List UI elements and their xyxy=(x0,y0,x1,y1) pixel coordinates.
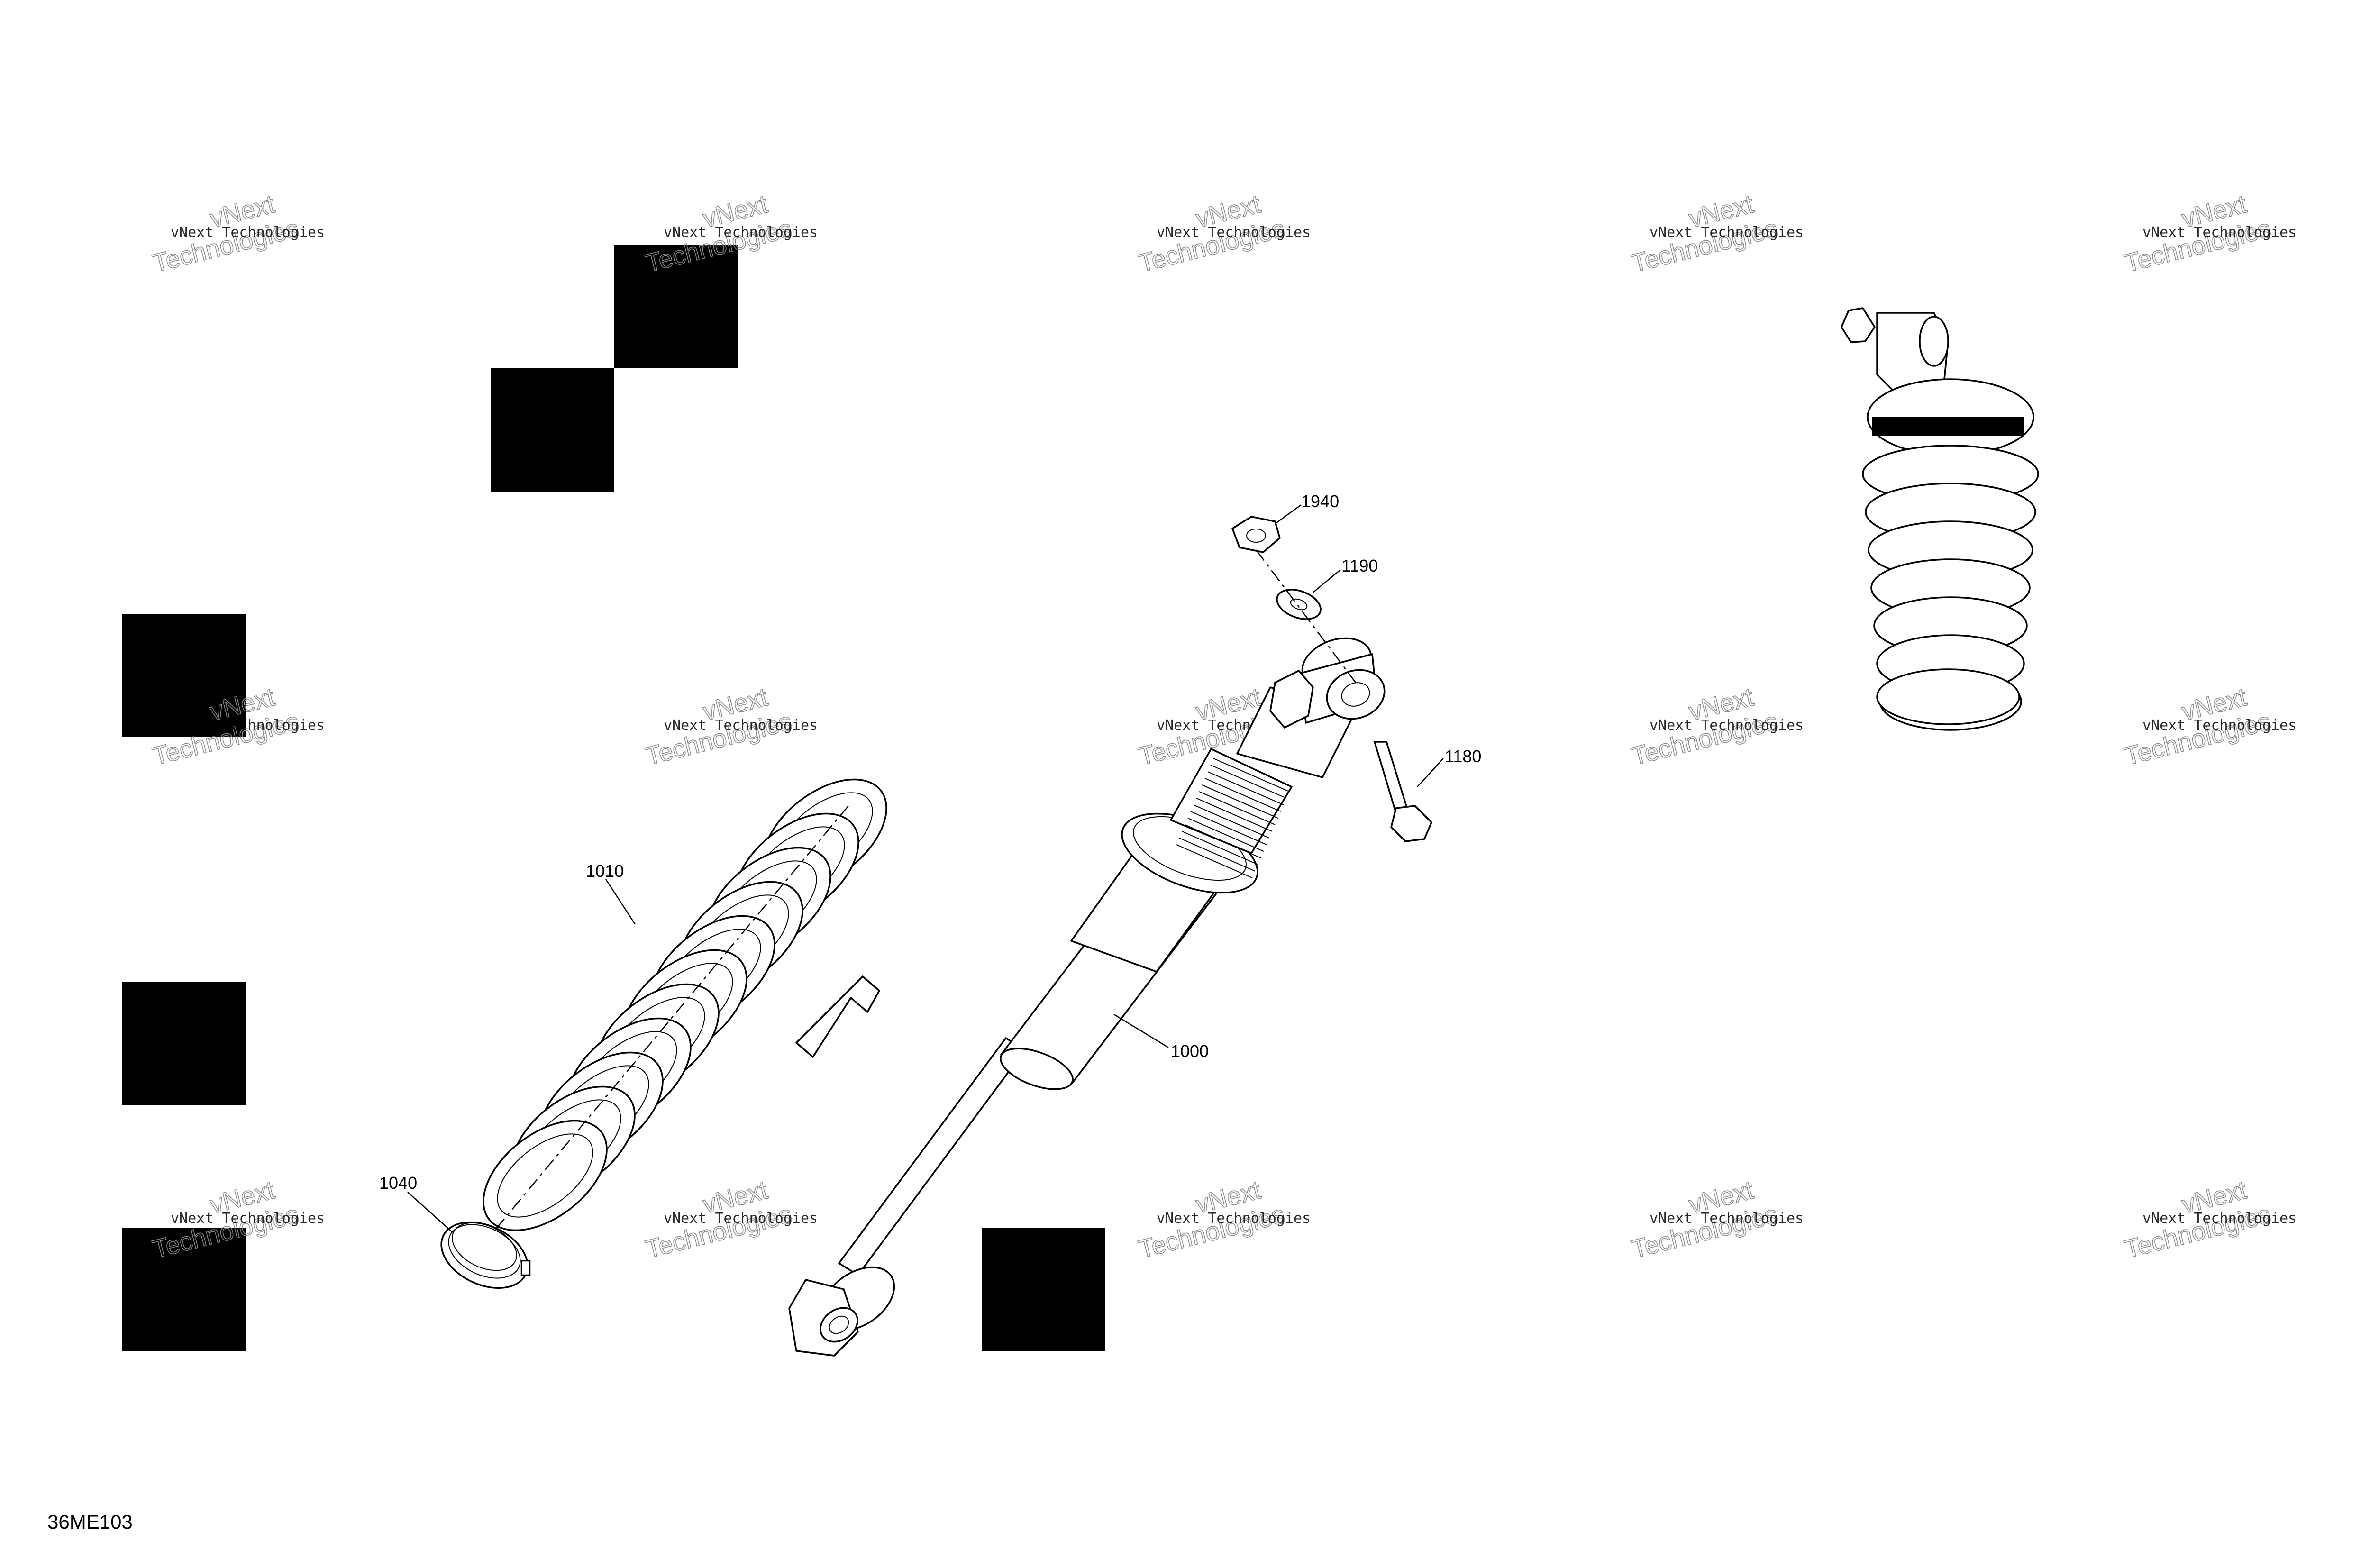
redaction-block xyxy=(122,614,246,737)
assembled-shock xyxy=(1841,307,2039,731)
watermark-text: vNext Technologies xyxy=(2142,717,2297,734)
callout-1010: 1010 xyxy=(586,861,624,881)
watermark-text: vNext Technologies xyxy=(1650,224,1804,241)
hardware-axis xyxy=(1256,549,1356,683)
callout-labels: 1940 1190 1180 1010 1000 1040 xyxy=(379,492,1481,1193)
watermark-text: vNext Technologies xyxy=(1157,224,1311,241)
watermark-text: vNext Technologies xyxy=(664,717,818,734)
spring-axis xyxy=(492,805,849,1233)
shock-absorber-1000 xyxy=(788,637,1386,1357)
figure-code: 36ME103 xyxy=(47,1511,133,1533)
callout-1940: 1940 xyxy=(1301,492,1339,511)
redaction-block xyxy=(491,368,614,492)
callout-1000: 1000 xyxy=(1171,1041,1209,1061)
washer-1190 xyxy=(1276,589,1322,620)
redaction-blocks xyxy=(122,245,1105,1351)
redaction-block xyxy=(122,982,246,1105)
redaction-block xyxy=(614,245,738,368)
watermark-text: vNext Technologies xyxy=(1157,1210,1311,1227)
watermark-text: vNext Technologies xyxy=(2142,224,2297,241)
bolt-1180 xyxy=(1374,741,1432,842)
watermark-text: vNext Technologies xyxy=(171,224,325,241)
retainer-clip-1040 xyxy=(440,1221,531,1289)
callout-1190: 1190 xyxy=(1341,556,1378,575)
callout-1040: 1040 xyxy=(379,1173,417,1193)
watermark-text: vNext Technologies xyxy=(171,1210,325,1227)
watermark-text: vNext Technologies xyxy=(664,1210,818,1227)
leader-lines xyxy=(407,504,1444,1233)
watermark-text: vNext Technologies xyxy=(1650,717,1804,734)
watermark-text: vNext Technologies xyxy=(171,717,325,734)
nut-1940 xyxy=(1231,516,1281,553)
watermark-text: vNext Technologies xyxy=(1650,1210,1804,1227)
redaction-block xyxy=(982,1228,1105,1351)
redaction-block xyxy=(122,1228,246,1351)
watermark-text: vNext Technologies xyxy=(2142,1210,2297,1227)
watermark-text: vNext Technologies xyxy=(664,224,818,241)
callout-1180: 1180 xyxy=(1445,747,1481,766)
